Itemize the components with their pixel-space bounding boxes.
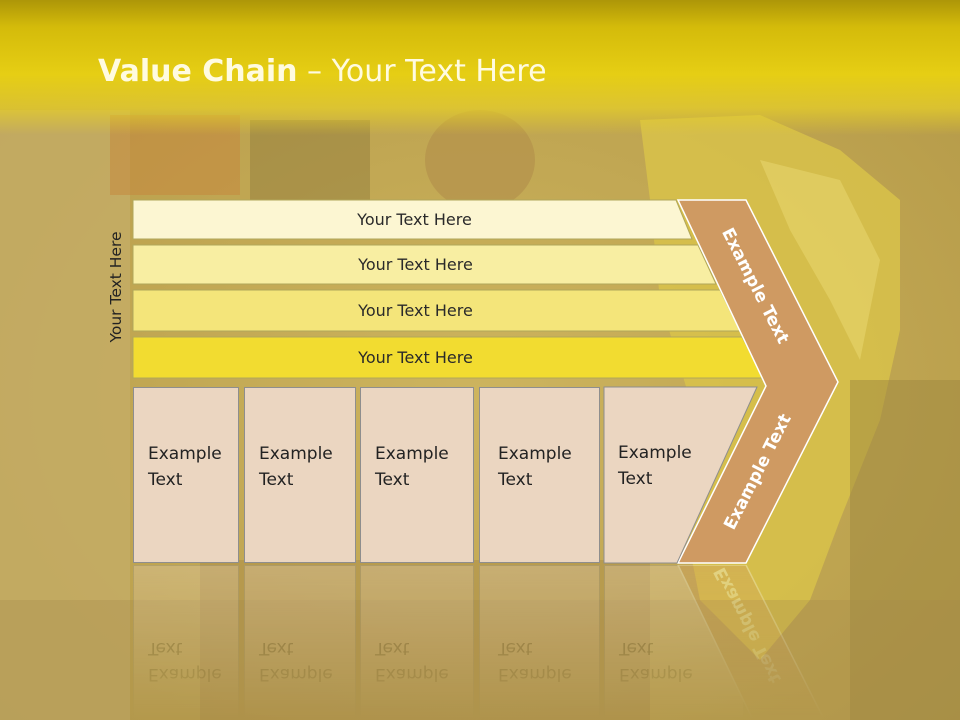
- title-bold: Value Chain: [98, 54, 298, 89]
- cell-1-label: Example Text: [148, 444, 222, 490]
- slide-title: Value Chain – Your Text Here: [98, 54, 547, 89]
- row-shape-1: [132, 199, 693, 240]
- row-4-label: Your Text Here: [358, 348, 473, 367]
- title-band: [0, 0, 960, 135]
- cell-5-shape: [603, 386, 758, 564]
- cell-2-label: Example Text: [259, 444, 333, 490]
- cell-4-label: Example Text: [498, 444, 572, 490]
- row-1-label: Your Text Here: [357, 210, 472, 229]
- cell-4[interactable]: Example Text: [479, 387, 600, 563]
- cell-5[interactable]: Example Text: [604, 387, 704, 563]
- cell-1[interactable]: Example Text: [133, 387, 239, 563]
- row-2[interactable]: Your Text Here: [133, 245, 698, 284]
- title-rest: – Your Text Here: [297, 54, 547, 89]
- cell-5-label: Example Text: [618, 443, 692, 489]
- cell-2[interactable]: Example Text: [244, 387, 356, 563]
- row-3-label: Your Text Here: [358, 301, 473, 320]
- row-2-label: Your Text Here: [358, 255, 473, 274]
- cell-3-label: Example Text: [375, 444, 449, 490]
- reflection-chevron: [677, 565, 826, 720]
- row-3[interactable]: Your Text Here: [133, 290, 698, 331]
- row-shape-2: [132, 244, 717, 285]
- chevron-shape: [676, 199, 839, 564]
- row-4[interactable]: Your Text Here: [133, 337, 698, 378]
- reflection: Example Text Example Text Example Text E…: [0, 565, 960, 720]
- cell-3[interactable]: Example Text: [360, 387, 474, 563]
- row-1[interactable]: Your Text Here: [133, 200, 676, 239]
